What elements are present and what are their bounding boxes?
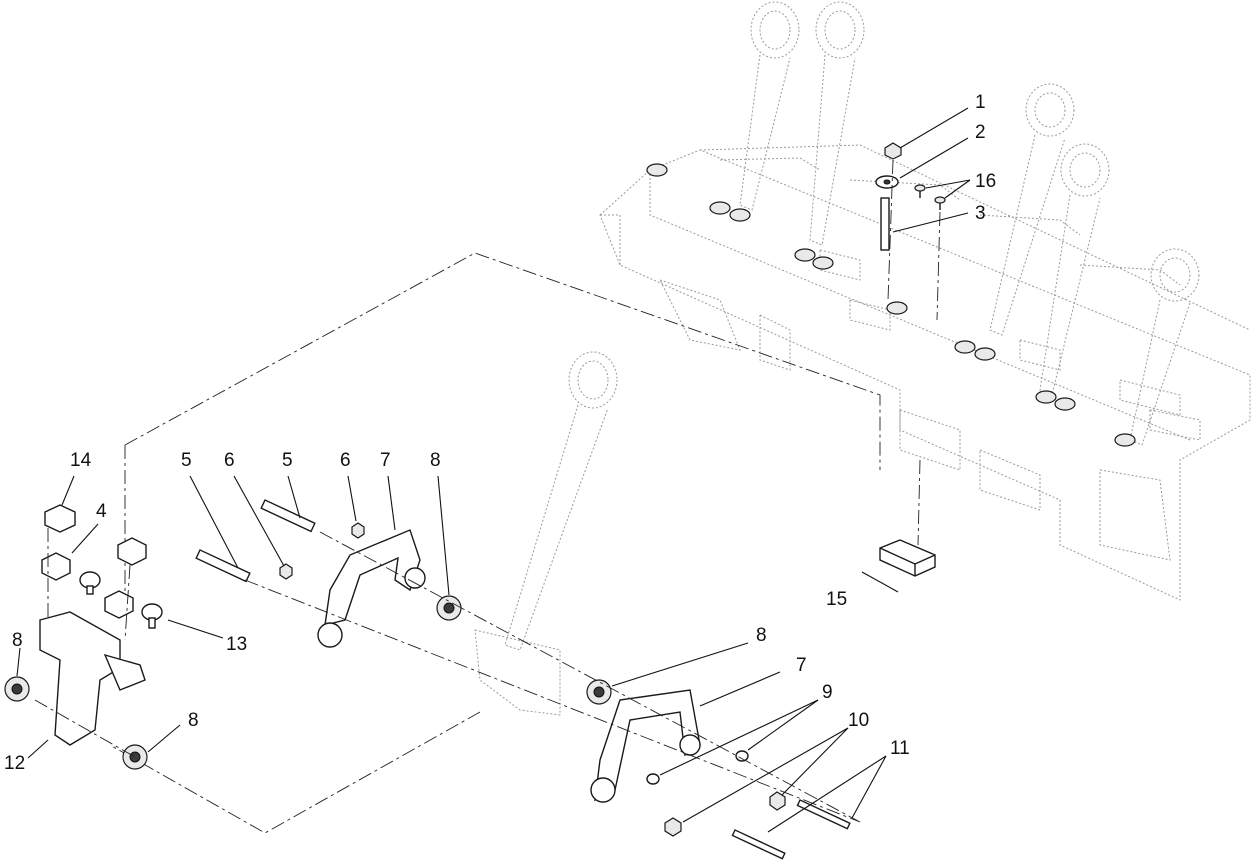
- callout-2: 2: [975, 122, 986, 143]
- leader-lines: [16, 107, 971, 833]
- control-panel-assembly-ghost: [599, 144, 1251, 601]
- control-levers-ghost: [739, 1, 1200, 446]
- callout-8-upper: 8: [430, 450, 441, 471]
- callout-8-right: 8: [756, 625, 767, 646]
- callout-15: 15: [826, 589, 847, 610]
- callout-11: 11: [890, 738, 910, 759]
- pad-part-15: [879, 539, 936, 577]
- callout-13: 13: [226, 634, 247, 655]
- knob-part-13: [79, 571, 163, 629]
- bracket-part-12: [39, 611, 146, 746]
- bearings-part-8: [436, 595, 612, 705]
- nut-part-1: [884, 142, 902, 160]
- yoke-part-7-lower: [590, 689, 701, 803]
- clips-part-4: [41, 537, 147, 619]
- callout-9: 9: [822, 682, 833, 703]
- nuts-part-6: [279, 522, 365, 580]
- callout-7-lower: 7: [796, 655, 807, 676]
- callout-16: 16: [975, 171, 996, 192]
- spacer-part-3: [880, 197, 890, 251]
- bolts-part-5: [195, 499, 316, 583]
- washers-part-9: [646, 750, 749, 785]
- callout-5-left: 5: [181, 450, 192, 471]
- assembly-phantom-line: [109, 252, 881, 834]
- control-lever-center: [474, 351, 618, 716]
- callout-12: 12: [4, 753, 25, 774]
- callout-14: 14: [70, 450, 92, 471]
- callout-8-bearing-left: 8: [12, 630, 23, 651]
- panel-nuts: [646, 163, 1136, 447]
- washer-part-2: [875, 175, 899, 189]
- clip-part-14: [44, 504, 76, 533]
- callout-6-left: 6: [224, 450, 235, 471]
- callout-10: 10: [848, 710, 869, 731]
- callout-5-right: 5: [282, 450, 293, 471]
- callout-8-lower-left: 8: [188, 710, 199, 731]
- shaft-axis: [34, 531, 861, 823]
- callout-3: 3: [975, 203, 986, 224]
- nuts-part-10: [664, 791, 786, 837]
- callout-6-right: 6: [340, 450, 351, 471]
- screw-part-16: [914, 184, 946, 210]
- callout-1: 1: [975, 92, 986, 113]
- yoke-part-7-upper: [317, 529, 426, 648]
- bolts-part-11: [731, 799, 851, 860]
- callout-7-upper: 7: [380, 450, 391, 471]
- callout-4: 4: [96, 501, 107, 522]
- bearing-part-8-left: [4, 676, 148, 770]
